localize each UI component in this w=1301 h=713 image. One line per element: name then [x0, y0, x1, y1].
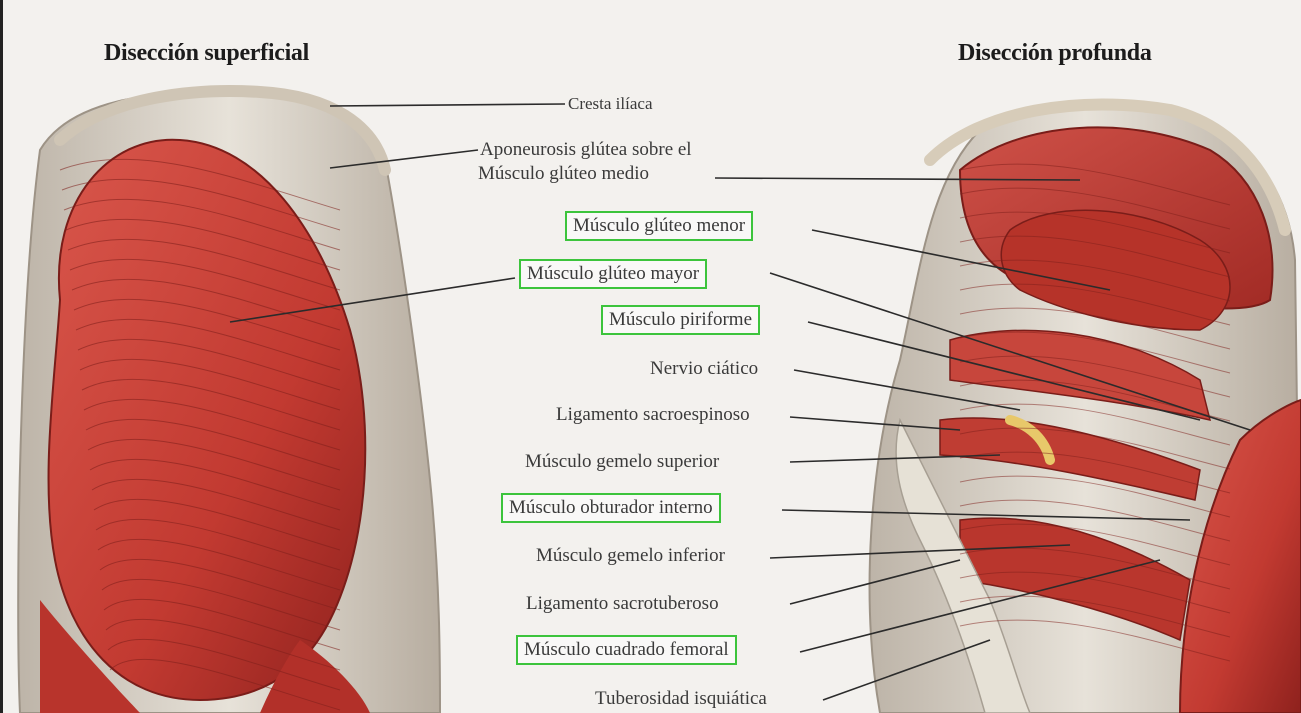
label-gluteo-menor: Músculo glúteo menor: [565, 211, 753, 241]
label-gemelo-inferior: Músculo gemelo inferior: [536, 545, 725, 567]
deep-dissection: [870, 102, 1301, 713]
label-ligamento-sacrotuberoso: Ligamento sacrotuberoso: [526, 593, 719, 615]
title-superficial: Disección superficial: [104, 40, 309, 67]
label-tuberosidad-isquiatica: Tuberosidad isquiática: [595, 688, 767, 710]
label-gemelo-superior: Músculo gemelo superior: [525, 451, 719, 473]
title-deep: Disección profunda: [958, 40, 1152, 67]
label-obturador-interno: Músculo obturador interno: [501, 493, 721, 523]
label-piriforme: Músculo piriforme: [601, 305, 760, 335]
label-gluteo-mayor: Músculo glúteo mayor: [519, 259, 707, 289]
label-cresta-iliaca: Cresta ilíaca: [568, 93, 653, 115]
label-nervio-ciatico: Nervio ciático: [650, 358, 758, 380]
label-aponeurosis: Aponeurosis glútea sobre el: [480, 139, 692, 161]
label-gluteo-medio: Músculo glúteo medio: [478, 163, 649, 185]
leader-cresta: [330, 104, 565, 106]
superficial-dissection: [18, 91, 440, 713]
label-ligamento-sacroespinoso: Ligamento sacroespinoso: [556, 404, 750, 426]
label-cuadrado-femoral: Músculo cuadrado femoral: [516, 635, 737, 665]
